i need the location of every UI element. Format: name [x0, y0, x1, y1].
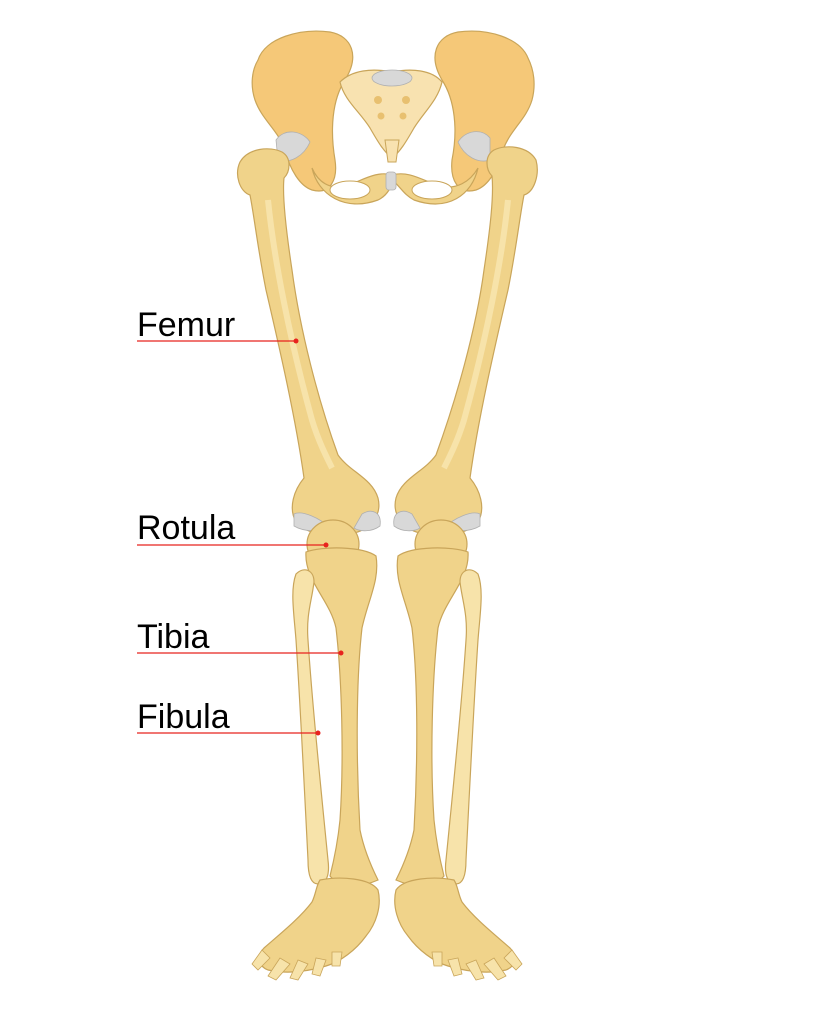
left-toe: [267, 957, 291, 981]
right-femur-shading: [441, 199, 511, 470]
left-toe: [289, 959, 309, 981]
sacral-foramen: [374, 96, 382, 104]
left-femur: [237, 148, 380, 537]
sacral-foramen: [399, 112, 407, 120]
left-tibia: [305, 547, 379, 887]
left-toe: [251, 949, 271, 971]
right-leg: [393, 146, 538, 981]
right-femur: [394, 146, 538, 537]
left-leg: [237, 148, 381, 981]
right-ilium: [434, 30, 535, 192]
left-obturator-foramen: [329, 180, 371, 200]
right-tibia: [395, 547, 469, 887]
right-fibula: [444, 569, 482, 885]
right-toe: [431, 951, 443, 967]
coccyx: [384, 139, 400, 163]
sacral-foramen: [377, 112, 385, 120]
leader-dot-femur: [293, 338, 299, 344]
label-tibia-text: Tibia: [137, 618, 210, 656]
right-toe: [465, 959, 485, 981]
label-fibula-text: Fibula: [137, 698, 230, 736]
right-toe: [483, 957, 507, 981]
right-obturator-foramen: [411, 180, 453, 200]
leader-dot-tibia: [338, 650, 344, 656]
left-toe: [311, 957, 327, 977]
left-fibula: [292, 569, 330, 885]
label-rotula-text: Rotula: [137, 509, 235, 547]
pelvis: [251, 30, 535, 205]
sacral-foramen: [402, 96, 410, 104]
label-femur-text: Femur: [137, 306, 235, 344]
leader-dot-fibula: [315, 730, 321, 736]
right-knee-cartilage: [393, 510, 421, 532]
label-rotula: Rotula: [137, 509, 329, 548]
right-toe: [503, 949, 523, 971]
label-fibula: Fibula: [137, 698, 321, 736]
left-foot: [258, 877, 380, 973]
left-femur-shading: [265, 199, 335, 470]
right-hip-cartilage: [457, 131, 491, 162]
leader-dot-rotula: [323, 542, 329, 548]
label-femur: Femur: [137, 306, 299, 344]
left-ilium: [251, 30, 354, 192]
right-toe: [447, 957, 463, 977]
left-knee-cartilage: [353, 510, 381, 532]
right-foot: [394, 877, 516, 973]
sacral-disc: [371, 69, 413, 87]
pubic-symphysis: [385, 171, 397, 191]
left-toe: [331, 951, 343, 967]
label-tibia: Tibia: [137, 618, 344, 656]
